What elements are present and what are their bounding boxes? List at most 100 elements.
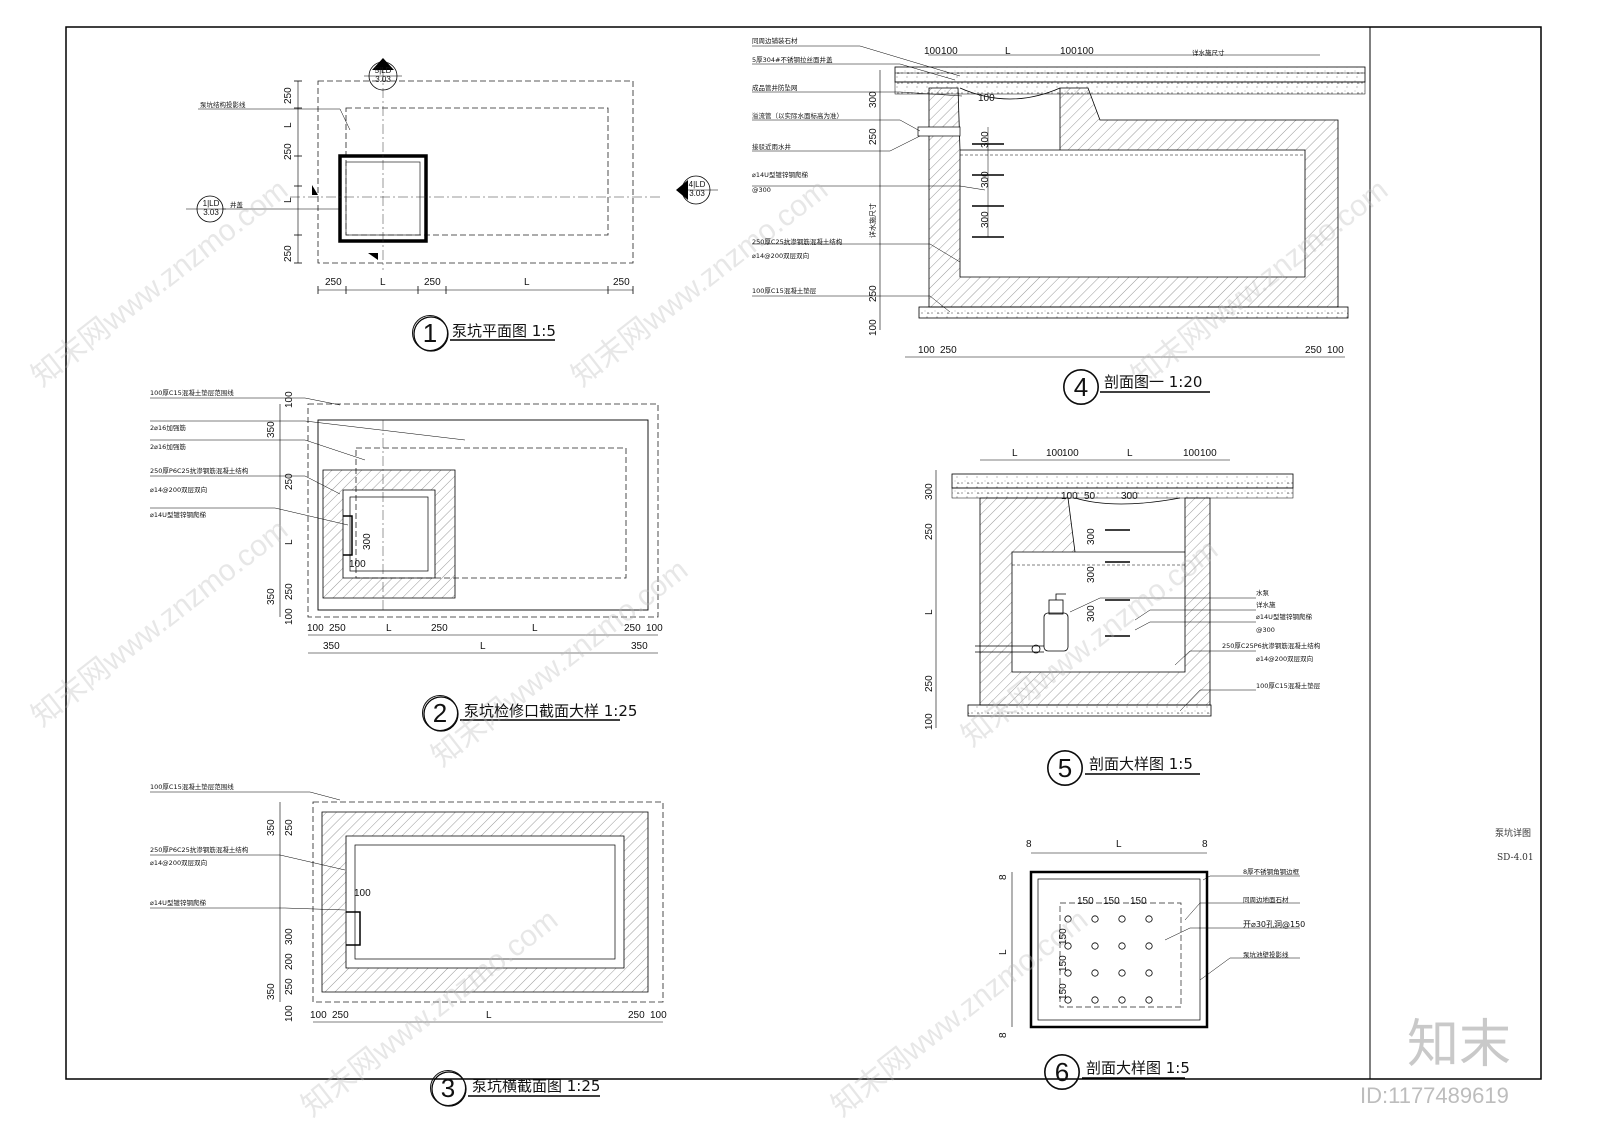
v2-vdim: 250 [284, 583, 295, 600]
v6-hole-dim: 150 [1103, 896, 1120, 907]
v4-vdim: 300 [868, 91, 879, 108]
v5-inner-dim: 300 [1121, 491, 1138, 502]
v4-dim: L [1005, 46, 1011, 57]
view-2-opening-section [150, 397, 659, 732]
view-6-number: 6 [1044, 1054, 1080, 1090]
view-3-cross-section [150, 791, 664, 1107]
v3-vdim: 250 [284, 978, 295, 995]
v3-label: ⌀14@200双层双向 [150, 859, 208, 867]
v1-dim: 250 [613, 277, 630, 288]
v5-inner-dim: 300 [1086, 528, 1097, 545]
v4-dim: 100 [1060, 46, 1077, 57]
v5-inner-dim: 50 [1084, 491, 1096, 502]
v5-dim: 100 [1062, 448, 1079, 459]
v5-vdim: 250 [924, 523, 935, 540]
v6-label: 泵坑池壁投影线 [1243, 951, 1289, 959]
v4-label: @300 [752, 186, 771, 194]
v1-dim: 250 [424, 277, 441, 288]
drain-hole [1091, 942, 1099, 950]
drain-hole [1091, 996, 1099, 1004]
v5-label: ⌀14U型镀锌钢爬梯 [1256, 613, 1312, 621]
v5-dim: 100 [1200, 448, 1217, 459]
v6-hole-dim: 150 [1130, 896, 1147, 907]
drain-hole [1145, 969, 1153, 977]
drain-hole [1064, 996, 1072, 1004]
v4-dim: 100 [941, 46, 958, 57]
v2-inner-dim: 300 [362, 533, 373, 550]
v5-inner-dim: 300 [1086, 566, 1097, 583]
v5-inner-dim: 300 [1086, 605, 1097, 622]
v1-dim: L [380, 277, 386, 288]
drain-hole [1118, 969, 1126, 977]
view-3-title: 泵坑横截面图 1:25 [472, 1077, 601, 1095]
v5-vdim: 300 [924, 483, 935, 500]
v1-vdim: 250 [283, 245, 294, 262]
v3-dim: L [486, 1010, 492, 1021]
v6-hole-vdim: 150 [1058, 928, 1069, 945]
v1-vdim: 250 [283, 87, 294, 104]
v4-dim: 250 [940, 345, 957, 356]
v6-vdim: 8 [998, 874, 1009, 880]
v1-dim: 250 [325, 277, 342, 288]
v2-dim: 250 [624, 623, 641, 634]
view-1-number: 1 [412, 315, 448, 351]
v3-dim: 250 [628, 1010, 645, 1021]
v5-label: ⌀14@200双层双向 [1256, 655, 1314, 663]
v6-hole-dim: 150 [1077, 896, 1094, 907]
v2-dim: 250 [329, 623, 346, 634]
sheet-frame [65, 26, 1542, 1080]
drain-hole [1064, 969, 1072, 977]
view-1-title: 泵坑平面图 1:5 [452, 322, 556, 340]
v4-label: ⌀14@200双层双向 [752, 252, 810, 260]
v4-vdim: 250 [868, 285, 879, 302]
v6-hole-vdim: 150 [1058, 983, 1069, 1000]
v3-vdim: 350 [266, 983, 277, 1000]
v3-vdim: 300 [284, 928, 295, 945]
view-6-cover-detail [1011, 852, 1300, 1090]
v5-label: 100厚C15混凝土垫层 [1256, 682, 1321, 690]
v4-label: 成品管井防坠网 [752, 84, 798, 92]
v2-label: ⌀14@200双层双向 [150, 486, 208, 494]
drain-hole [1118, 915, 1126, 923]
v4-dim: 100 [924, 46, 941, 57]
v3-label: 100厚C15混凝土垫层范围线 [150, 783, 234, 791]
v1-vdim: L [283, 122, 294, 128]
v5-dim: L [1012, 448, 1018, 459]
v1-vdim: 250 [283, 143, 294, 160]
view-4-section [752, 45, 1366, 405]
v4-label: 接驳近雨水井 [752, 143, 791, 151]
v5-label: 250厚C25P6抗渗钢筋混凝土结构 [1222, 642, 1321, 650]
v5-label: 水泵 [1256, 589, 1269, 597]
view-4-number: 4 [1063, 369, 1099, 405]
v2-vdim: 100 [284, 391, 295, 408]
v4-vdim: 详水施尺寸 [870, 203, 877, 238]
v3-vdim: 100 [284, 1005, 295, 1022]
v6-dim: 8 [1026, 839, 1032, 850]
v6-dim: 8 [1202, 839, 1208, 850]
v6-label: 8厚不锈钢角钢边框 [1243, 868, 1300, 876]
v3-label: 250厚P6C25抗渗钢筋混凝土结构 [150, 846, 249, 854]
v2-label: ⌀14U型镀锌钢爬梯 [150, 511, 206, 519]
v5-label: 详水施 [1256, 601, 1276, 609]
v2-vdim: 350 [266, 421, 277, 438]
v2-dim: 100 [646, 623, 663, 634]
sheet-title: 泵坑详图 [1495, 829, 1532, 839]
v2-dim: 350 [631, 641, 648, 652]
drain-holes [1064, 915, 1153, 1004]
v2-dim: 100 [307, 623, 324, 634]
v5-dim: 100 [1046, 448, 1063, 459]
v4-inner-dim: 300 [980, 211, 991, 228]
drain-hole [1091, 915, 1099, 923]
v1-vdim: L [283, 197, 294, 203]
v2-vdim: 100 [284, 608, 295, 625]
v2-vdim: 250 [284, 473, 295, 490]
view-5-number: 5 [1047, 750, 1083, 786]
v4-dim-label: 详水施尺寸 [1192, 49, 1225, 57]
v2-label: 2⌀16加强筋 [150, 443, 186, 451]
v4-dim: 100 [1077, 46, 1094, 57]
v4-label: 溢流管（以实际水面标高为准） [752, 112, 843, 120]
image-id: ID:1177489619 [1360, 1083, 1509, 1108]
